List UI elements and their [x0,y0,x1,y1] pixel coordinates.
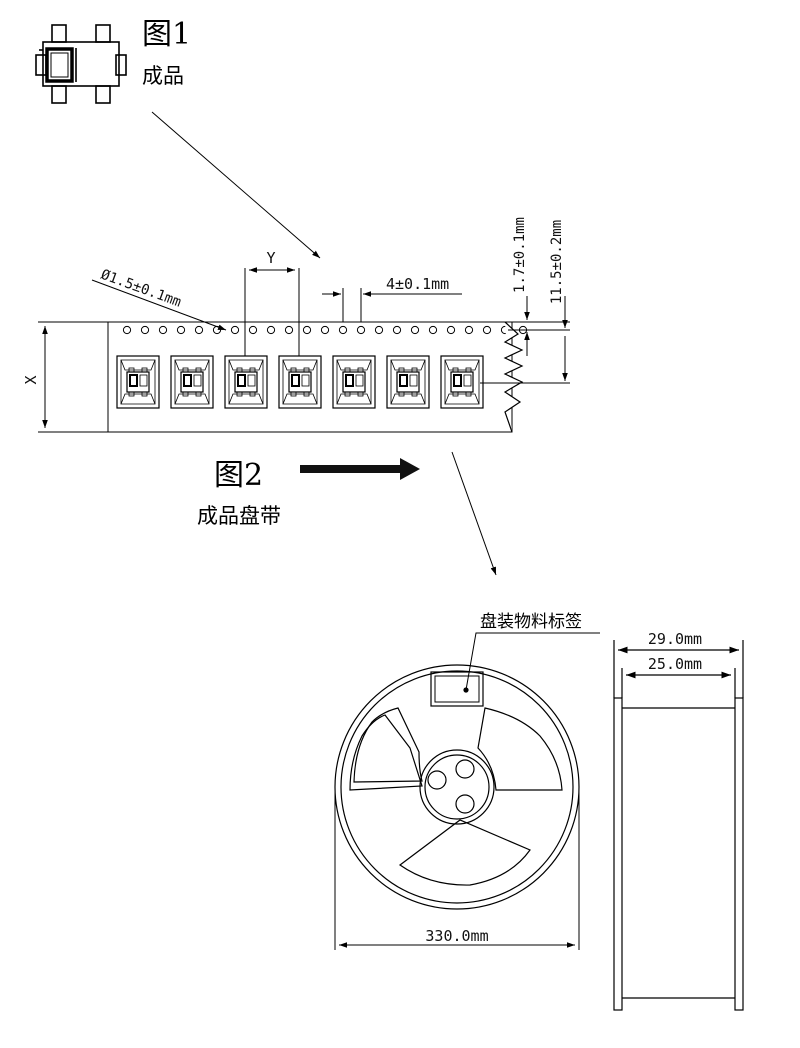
tape-pocket [278,355,322,409]
feed-direction-arrow [300,458,420,480]
leader-line-reel [451,451,497,576]
tape-pocket [170,355,214,409]
leader-line-component [151,111,321,259]
sprocket-hole [356,325,366,335]
sprocket-hole [320,325,330,335]
label-pocket-pitch: Y [266,249,275,267]
figure1-subtitle: 成品 [142,64,184,88]
sprocket-hole [284,325,294,335]
tape-pocket [224,355,268,409]
sprocket-holes [122,325,528,335]
tape-pockets [116,355,484,409]
reel-side-view [613,640,744,1011]
tape-pocket [440,355,484,409]
carrier-tape [107,321,528,433]
figure1-title: 图1 [142,17,192,52]
sprocket-hole [140,325,150,335]
sprocket-hole [374,325,384,335]
dim-hole-diameter-leader [91,279,227,331]
sprocket-hole [392,325,402,335]
tape-cut-edge [503,321,524,433]
sprocket-hole [158,325,168,335]
label-hole-diameter: Ø1.5±0.1mm [99,267,184,311]
dim-reel-diameter [334,787,580,950]
sprocket-hole [464,325,474,335]
label-hole-pitch: 4±0.1mm [386,275,449,293]
figure2-subtitle: 成品盘带 [197,504,281,528]
component-icon [35,24,127,104]
sprocket-hole [338,325,348,335]
sprocket-hole [122,325,132,335]
dim-edge-offsets [480,296,570,384]
tape-pocket [332,355,376,409]
sprocket-hole [410,325,420,335]
tape-pocket [116,355,160,409]
dim-pocket-pitch [244,267,300,356]
sprocket-hole [230,325,240,335]
sprocket-hole [446,325,456,335]
sprocket-hole [302,325,312,335]
reel-front-view [334,664,580,910]
label-hole-to-pocket: 11.5±0.2mm [549,220,565,304]
label-reel-inner-width: 25.0mm [648,655,702,673]
dim-hole-pitch [322,288,462,322]
label-tape-width: X [22,375,40,384]
sprocket-hole [482,325,492,335]
sprocket-hole [248,325,258,335]
label-reel-diameter: 330.0mm [425,927,488,945]
sprocket-hole [194,325,204,335]
sprocket-hole [176,325,186,335]
label-reel-tag: 盘装物料标签 [480,612,582,632]
figure2-title: 图2 [214,458,264,493]
label-edge-to-hole: 1.7±0.1mm [512,217,528,293]
tape-pocket [386,355,430,409]
label-reel-outer-width: 29.0mm [648,630,702,648]
sprocket-hole [266,325,276,335]
sprocket-hole [428,325,438,335]
reel-tag-leader [465,632,600,691]
dim-tape-width [38,321,108,433]
